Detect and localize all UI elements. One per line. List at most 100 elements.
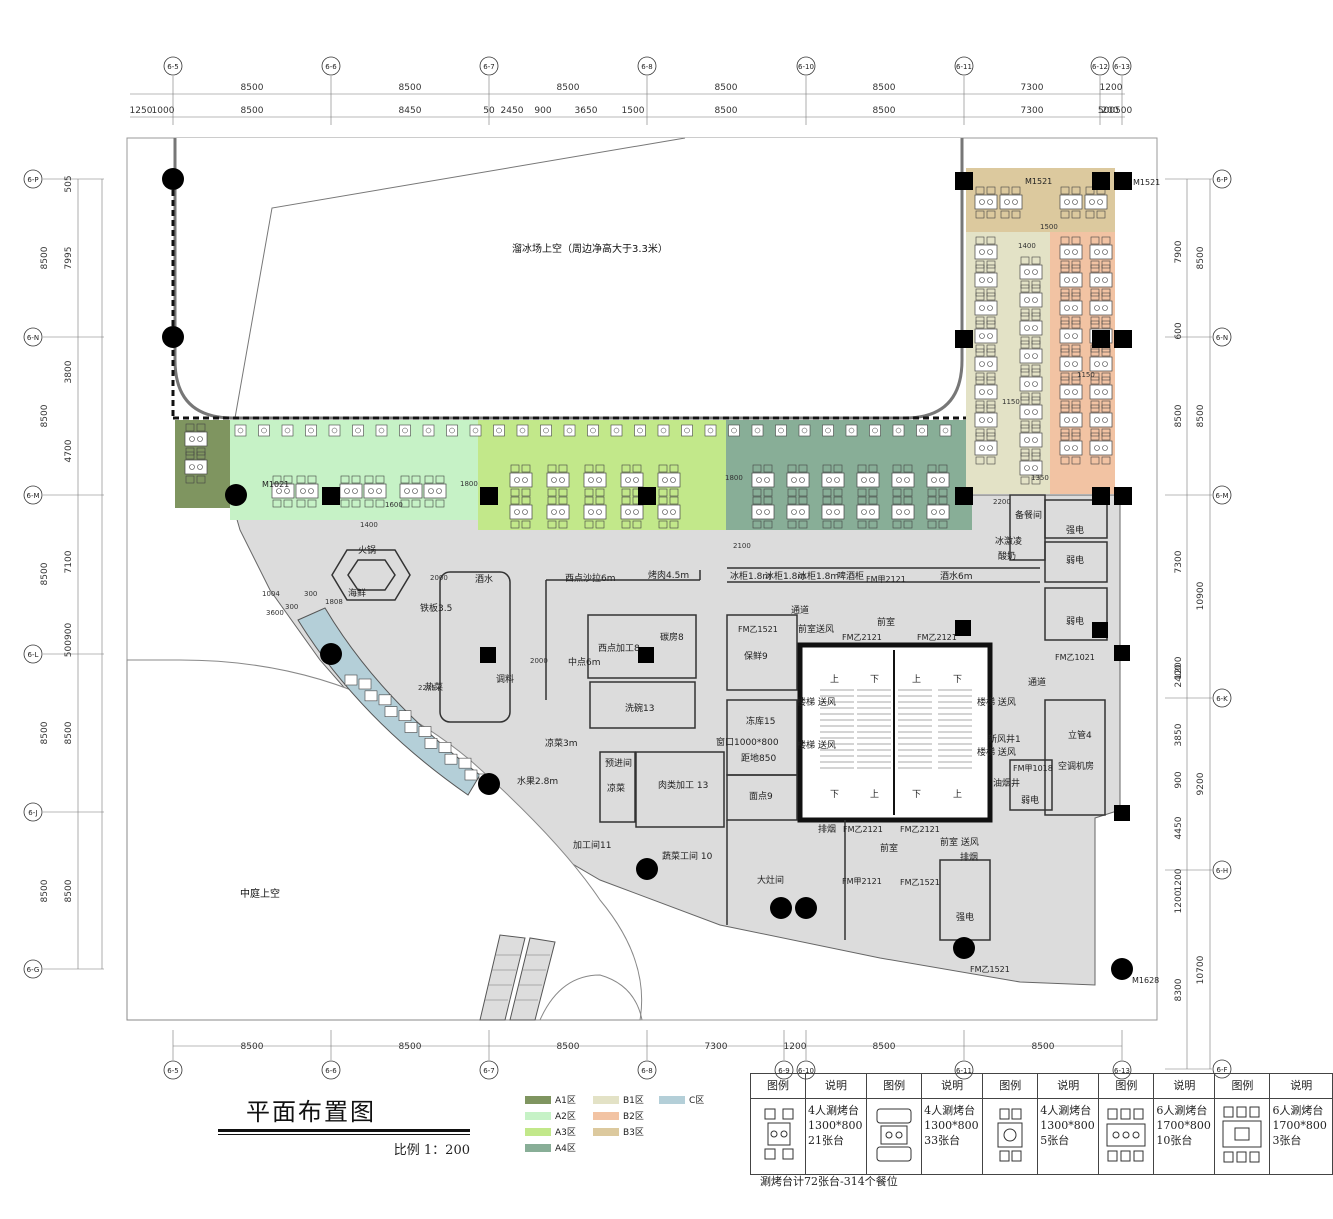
chair — [763, 520, 773, 529]
table-4p — [1089, 292, 1113, 325]
table-4p — [1089, 404, 1113, 437]
dimension-text: 500500 — [1098, 106, 1133, 116]
chair — [986, 428, 996, 437]
legend-zone-b2: B2区 — [593, 1109, 644, 1122]
axis-bubble-label: 6-7 — [483, 63, 494, 71]
axis-bubble: 6-H — [1212, 860, 1232, 880]
axis-bubble: 6-5 — [163, 1060, 183, 1080]
rink-void-diagonal — [234, 137, 686, 419]
noodle-label: 面点9 — [749, 791, 773, 802]
table-top — [891, 504, 915, 520]
chair — [1011, 210, 1021, 219]
seat — [681, 424, 693, 437]
chair — [1031, 280, 1041, 289]
chair — [1101, 292, 1111, 301]
table-top — [339, 483, 363, 499]
chair — [975, 320, 985, 329]
chair — [510, 520, 520, 529]
table-header-row: 图例 说明 图例 说明 图例 说明 图例 说明 图例 说明 — [750, 1073, 1333, 1099]
backup-label: 备餐间 — [1015, 509, 1042, 521]
table-header: 图例 — [1098, 1073, 1155, 1099]
bar-seat — [798, 424, 811, 437]
chair — [1060, 404, 1070, 413]
up-1: 上 — [830, 674, 839, 685]
chair — [868, 488, 878, 497]
grill — [834, 509, 840, 515]
grill — [261, 427, 267, 434]
weak1-label: 弱电 — [1021, 794, 1039, 806]
grill — [1012, 199, 1018, 205]
table-icon-4p-c — [982, 1098, 1039, 1175]
grill — [1032, 409, 1038, 415]
grill — [670, 509, 676, 515]
grill — [588, 509, 594, 515]
chair — [196, 451, 206, 460]
chair — [752, 496, 762, 505]
chair — [364, 475, 374, 484]
grill — [939, 477, 945, 483]
ice1-label: 冰柜1.8m — [730, 570, 771, 582]
chair — [1060, 260, 1070, 269]
dimension-text: 8500 — [873, 83, 896, 93]
chair — [364, 499, 374, 508]
table-top — [926, 504, 950, 520]
dining-tables — [184, 186, 1113, 785]
table-4p — [751, 496, 775, 529]
table-header: 说明 — [921, 1073, 984, 1099]
chair — [1031, 368, 1041, 377]
chair — [892, 520, 902, 529]
chair — [1060, 376, 1070, 385]
table-header: 图例 — [750, 1073, 806, 1099]
seat — [916, 424, 928, 437]
seat — [869, 424, 881, 437]
axis-bubble-circle — [1212, 327, 1232, 347]
table-4p — [786, 496, 810, 529]
axis-bubble-circle — [23, 959, 43, 979]
chair — [1031, 340, 1041, 349]
desc-line: 4人涮烤台 — [924, 1104, 976, 1117]
dimension-text: 8500 — [399, 1042, 422, 1052]
grill — [979, 249, 985, 255]
chair — [1020, 452, 1030, 461]
axis-bubble-label: 6-6 — [325, 63, 337, 71]
chair — [975, 288, 985, 297]
ice-cream-label: 冰激凌 — [995, 535, 1022, 547]
table-4p — [1059, 292, 1083, 325]
dimension-text: 1500 — [622, 106, 645, 116]
table-4p — [1019, 424, 1043, 457]
table-top — [1089, 300, 1113, 316]
dimension-text: 900 — [534, 106, 551, 116]
table-top — [1084, 194, 1108, 210]
table-4p — [583, 496, 607, 529]
chair — [986, 372, 996, 381]
dimension-text: 8500 — [241, 1042, 264, 1052]
grill — [791, 477, 797, 483]
dimension-text: 7100 — [64, 550, 74, 573]
chair — [1071, 372, 1081, 381]
axis-bubble: 6-M — [1212, 485, 1232, 505]
grill — [707, 427, 714, 434]
table-4p — [974, 348, 998, 381]
chair — [558, 520, 568, 529]
grill — [979, 199, 985, 205]
door-label: FM乙1521 — [970, 965, 1010, 974]
ice3-label: 冰柜1.8m — [798, 570, 839, 582]
grill — [590, 427, 596, 434]
table-4p — [821, 464, 845, 497]
legend-zone-a1: A1区 — [525, 1093, 576, 1106]
grill — [1102, 361, 1108, 367]
grill — [1102, 417, 1108, 423]
table-top — [657, 472, 681, 488]
grill — [1024, 297, 1030, 303]
smoke-label: 油烟井 — [993, 777, 1020, 789]
grill — [1102, 249, 1108, 255]
chair — [1071, 186, 1081, 195]
west-proc-label: 西点加工8 — [598, 643, 640, 654]
table-top — [1059, 356, 1083, 372]
grill — [633, 509, 639, 515]
partitions — [331, 494, 1108, 941]
chair — [584, 488, 594, 497]
grill — [778, 427, 784, 434]
chair — [296, 475, 306, 484]
